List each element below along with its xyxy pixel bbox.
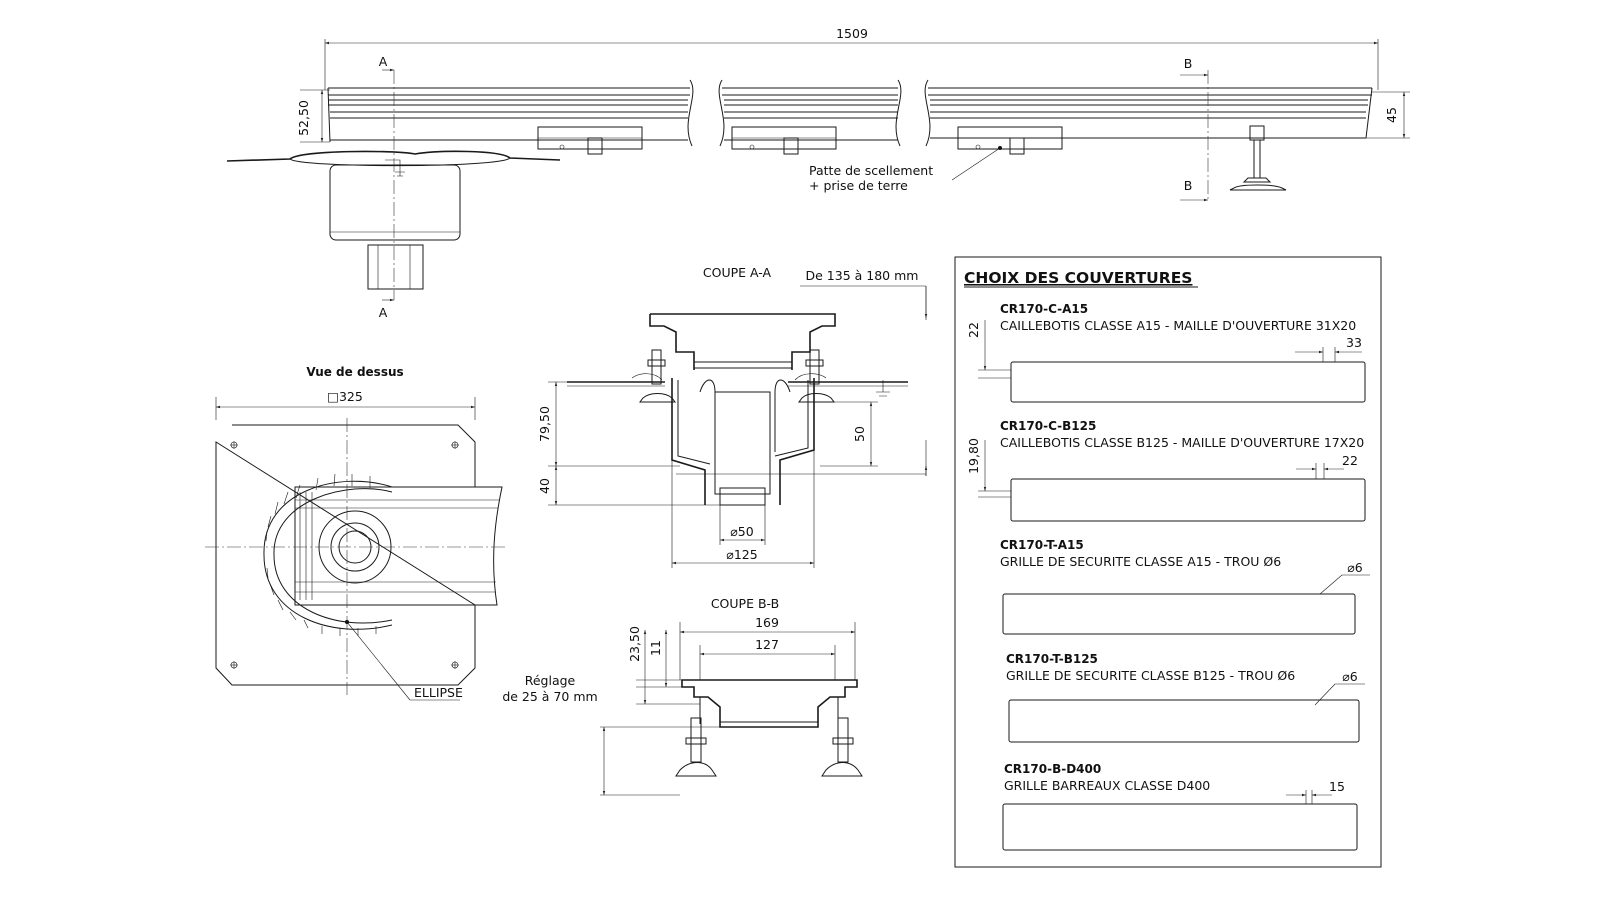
section-bb-title: COUPE B-B <box>711 596 779 611</box>
cover-dim-2: 22 <box>1342 453 1358 468</box>
dim-11: 11 <box>648 640 663 656</box>
channel-body <box>327 79 1373 147</box>
cover-item-1: CR170-C-A15 CAILLEBOTIS CLASSE A15 - MAI… <box>966 302 1366 403</box>
section-a-bottom: A <box>379 305 388 320</box>
cover-item-3: CR170-T-A15 GRILLE DE SECURITE CLASSE A1… <box>1000 538 1370 635</box>
cover-code-4: CR170-T-B125 <box>1006 652 1098 666</box>
cover-dim-4: ⌀6 <box>1342 669 1358 684</box>
dim-23: 23,50 <box>627 626 642 662</box>
cover-side-dim-2: 19,80 <box>966 438 981 474</box>
adjust-label-1: Réglage <box>525 673 576 688</box>
section-a-top: A <box>379 54 388 69</box>
dim-127: 127 <box>755 637 779 652</box>
cover-code-5: CR170-B-D400 <box>1004 762 1101 776</box>
dim-79: 79,50 <box>537 406 552 442</box>
section-aa: COUPE A-A De 135 à 180 mm <box>537 265 928 568</box>
cover-dim-5: 15 <box>1329 779 1345 794</box>
adjust-label-2: de 25 à 70 mm <box>502 689 597 704</box>
section-b-top: B <box>1184 56 1193 71</box>
dim-40: 40 <box>537 478 552 494</box>
cover-dim-3: ⌀6 <box>1347 560 1363 575</box>
cover-code-2: CR170-C-B125 <box>1000 419 1096 433</box>
dim-height-left: 52,50 <box>296 100 311 136</box>
dim-dia-125: ⌀125 <box>726 547 757 562</box>
covers-panel: CHOIX DES COUVERTURES CR170-C-A15 CAILLE… <box>954 256 1382 868</box>
covers-title: CHOIX DES COUVERTURES <box>964 269 1192 287</box>
cover-desc-4: GRILLE DE SECURITE CLASSE B125 - TROU Ø6 <box>1006 668 1295 683</box>
cover-item-2: CR170-C-B125 CAILLEBOTIS CLASSE B125 - M… <box>966 419 1366 522</box>
side-view: 1509 <box>226 26 1410 320</box>
cover-code-1: CR170-C-A15 <box>1000 302 1088 316</box>
cover-code-3: CR170-T-A15 <box>1000 538 1084 552</box>
section-b-bottom: B <box>1184 178 1193 193</box>
cover-desc-2: CAILLEBOTIS CLASSE B125 - MAILLE D'OUVER… <box>1000 435 1364 450</box>
plan-view: Vue de dessus □325 <box>205 365 505 701</box>
dim-height-right: 45 <box>1384 107 1399 123</box>
outlet-left <box>226 150 561 290</box>
cover-dim-1: 33 <box>1346 335 1362 350</box>
ellipse-label: ELLIPSE <box>414 685 463 700</box>
cover-desc-5: GRILLE BARREAUX CLASSE D400 <box>1004 778 1210 793</box>
callout-sealing-tab: Patte de scellement <box>809 163 933 178</box>
cover-desc-3: GRILLE DE SECURITE CLASSE A15 - TROU Ø6 <box>1000 554 1281 569</box>
cover-desc-1: CAILLEBOTIS CLASSE A15 - MAILLE D'OUVERT… <box>1000 318 1356 333</box>
cover-item-4: CR170-T-B125 GRILLE DE SECURITE CLASSE B… <box>1006 652 1365 743</box>
cover-side-dim-1: 22 <box>966 322 981 338</box>
section-aa-title: COUPE A-A <box>703 265 772 280</box>
plan-size: □325 <box>327 389 363 404</box>
dim-dia-50: ⌀50 <box>730 524 753 539</box>
dim-50: 50 <box>852 426 867 442</box>
cover-item-5: CR170-B-D400 GRILLE BARREAUX CLASSE D400… <box>1002 762 1358 851</box>
dim-169: 169 <box>755 615 779 630</box>
adjustable-foot-right <box>1229 125 1287 191</box>
section-bb: COUPE B-B 169 127 23,50 11 Réglage de 25… <box>502 596 863 796</box>
dim-total-length: 1509 <box>836 26 868 41</box>
callout-earth: + prise de terre <box>809 178 908 193</box>
section-aa-range: De 135 à 180 mm <box>806 268 919 283</box>
sealing-tabs <box>537 126 1063 155</box>
plan-view-title: Vue de dessus <box>306 365 403 379</box>
